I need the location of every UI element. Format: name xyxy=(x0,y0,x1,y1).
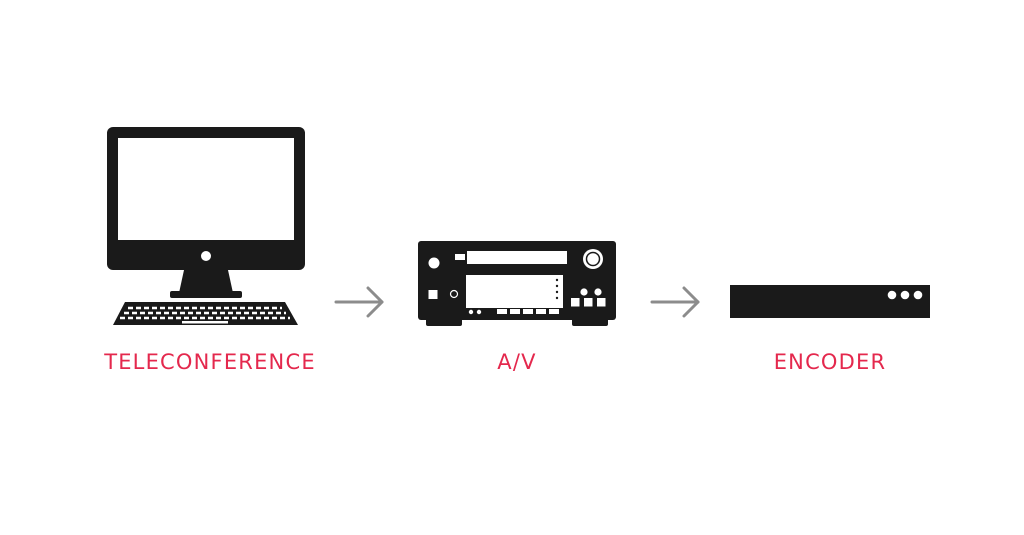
node-label-encoder: ENCODER xyxy=(773,350,887,374)
arrow-right-icon xyxy=(334,286,384,318)
node-label-teleconference: TELECONFERENCE xyxy=(104,350,316,374)
encoder-box-icon xyxy=(730,285,930,318)
desktop-computer-icon xyxy=(107,127,305,325)
node-label-av: A/V xyxy=(497,350,537,374)
av-receiver-icon xyxy=(418,241,616,326)
arrow-right-icon xyxy=(650,286,700,318)
